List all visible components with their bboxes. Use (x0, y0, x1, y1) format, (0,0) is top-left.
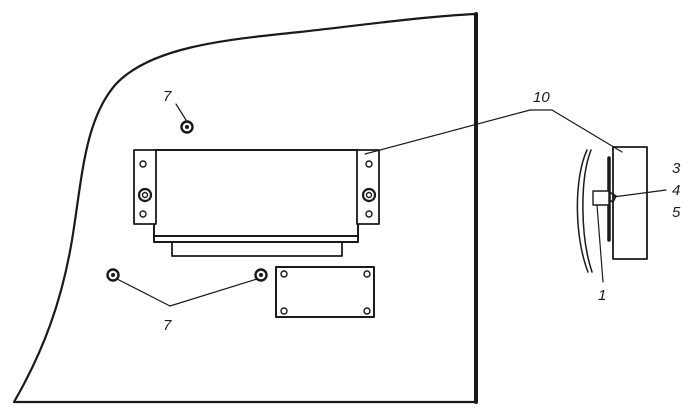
leader-10-right (551, 109, 623, 153)
label-fasteners-bottom: 7 (163, 317, 172, 334)
leader-7-top (175, 103, 187, 121)
side-view-body (612, 146, 648, 260)
label-bracket: 10 (533, 89, 550, 106)
left-mounting-bracket (133, 149, 157, 225)
label-part-3: 3 (672, 160, 681, 177)
fastener-top (180, 120, 194, 134)
label-part-5: 5 (672, 204, 681, 221)
fastener-bottom-left (106, 268, 120, 282)
label-part-4: 4 (672, 182, 680, 199)
right-mounting-bracket (356, 149, 380, 225)
unit-body (153, 149, 359, 237)
leader-4 (612, 189, 667, 198)
leader-7-left (116, 278, 171, 307)
side-view-connector (592, 190, 610, 206)
leader-10-left (364, 109, 531, 155)
label-part-1: 1 (598, 287, 606, 304)
nameplate (275, 266, 375, 318)
panel-outline (12, 12, 478, 404)
fastener-bottom-middle (254, 268, 268, 282)
side-view-clip (608, 191, 617, 203)
leader-1 (596, 204, 604, 283)
main-unit (133, 149, 380, 257)
side-view-cover (576, 149, 589, 273)
label-fastener-top: 7 (163, 88, 172, 105)
leader-7-middle (169, 278, 258, 307)
unit-side-view (576, 146, 648, 273)
